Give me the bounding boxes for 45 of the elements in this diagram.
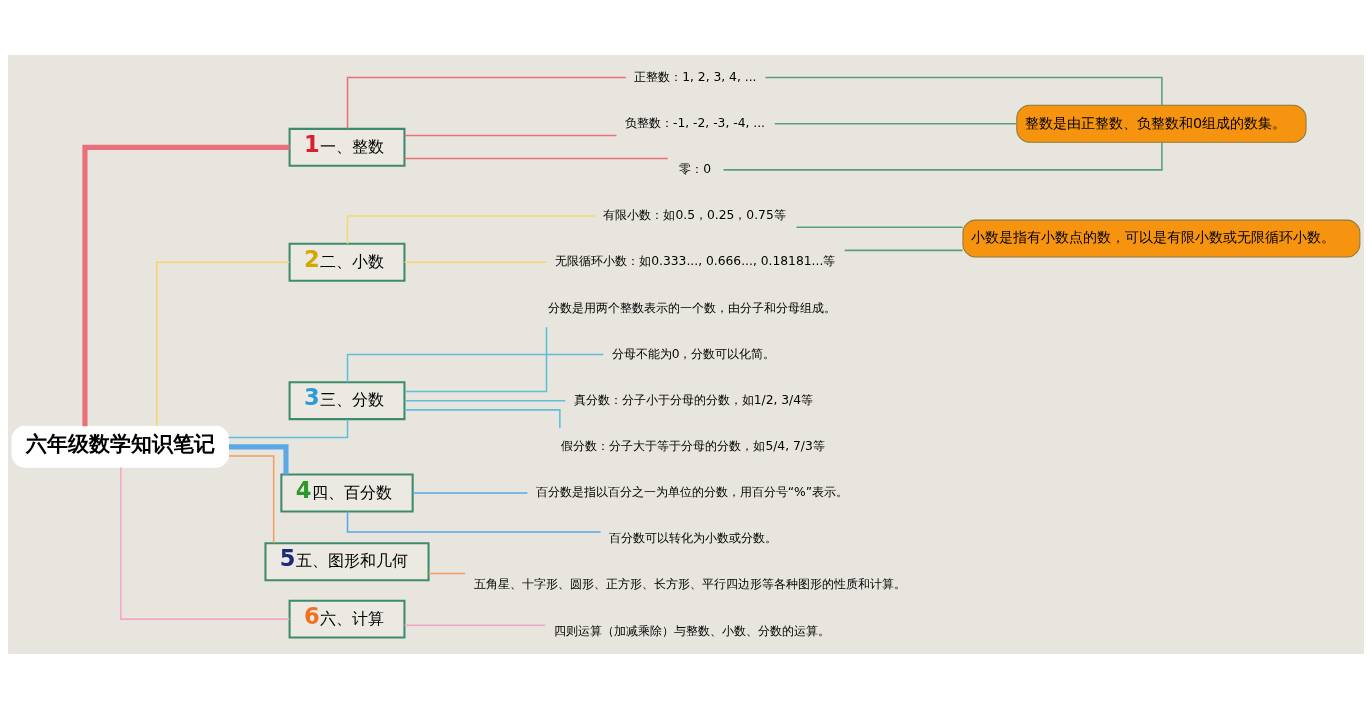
- node-box: 六年级数学知识笔记: [11, 425, 230, 468]
- connector: [403, 408, 561, 429]
- node-box: 4四、百分数: [280, 473, 414, 512]
- node-text: 有限小数：如0.5，0.25，0.75等: [603, 207, 786, 222]
- connector: [156, 260, 291, 427]
- connector: [722, 140, 1163, 171]
- connector: [403, 157, 669, 159]
- connector: [403, 624, 546, 626]
- connector: [403, 325, 548, 392]
- node-text: 四则运算（加减乘除）与整数、小数、分数的运算。: [553, 623, 830, 638]
- connector: [346, 76, 627, 129]
- connector: [229, 443, 289, 474]
- connector: [764, 76, 1163, 106]
- connector: [346, 214, 596, 244]
- node-text: 零：0: [679, 161, 712, 176]
- node-text: 五角星、十字形、圆形、正方形、长方形、平行四边形等各种图形的性质和计算。: [473, 576, 906, 591]
- connector: [412, 491, 529, 494]
- node-text: 分母不能为0，分数可以化简。: [611, 346, 776, 361]
- node-box: 2二、小数: [288, 242, 406, 282]
- connector: [346, 510, 602, 533]
- node-box: 5五、图形和几何: [264, 541, 430, 581]
- connector: [428, 572, 466, 574]
- node-text: 负整数：-1, -2, -3, -4, ...: [624, 115, 766, 130]
- connector: [773, 122, 1018, 124]
- connector: [403, 260, 548, 263]
- connector: [403, 399, 567, 401]
- connector: [82, 144, 290, 426]
- node-text: 正整数：1, 2, 3, 4, ...: [634, 69, 757, 84]
- node-text: 百分数是指以百分之一为单位的分数，用百分号“%”表示。: [535, 484, 849, 499]
- connector: [403, 134, 618, 136]
- node-text: 真分数：分子小于分母的分数，如1/2, 3/4等: [573, 392, 814, 407]
- node-box: 整数是由正整数、负整数和0组成的数集。: [1016, 104, 1307, 143]
- node-box: 1一、整数: [288, 127, 406, 167]
- node-text: 分数是用两个整数表示的一个数，由分子和分母组成。: [547, 300, 836, 315]
- connector: [843, 249, 964, 251]
- node-box: 3三、分数: [288, 380, 406, 420]
- node-text: 百分数可以转化为小数或分数。: [609, 530, 778, 545]
- connector: [120, 466, 291, 620]
- node-box: 小数是指有小数点的数，可以是有限小数或无限循环小数。: [962, 219, 1361, 258]
- connector: [346, 353, 605, 383]
- connector: [795, 226, 964, 228]
- node-box: 6六、计算: [288, 599, 406, 639]
- connector: [228, 454, 275, 544]
- node-text: 无限循环小数：如0.333..., 0.666..., 0.18181...等: [555, 253, 836, 268]
- node-text: 假分数：分子大于等于分母的分数，如5/4, 7/3等: [561, 438, 825, 453]
